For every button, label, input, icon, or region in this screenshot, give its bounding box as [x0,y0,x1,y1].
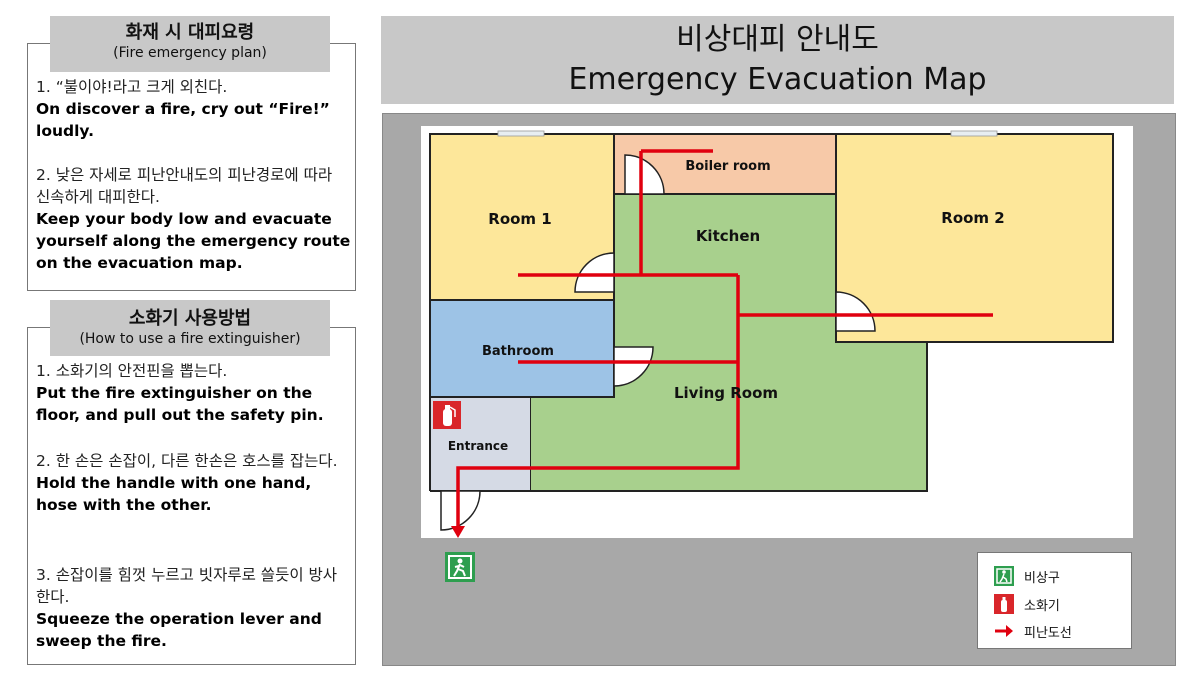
fire-emergency-plan-title: 화재 시 대피요령 [125,22,255,43]
map-title-en: Emergency Evacuation Map [568,62,987,97]
map-title-ko: 비상대피 안내도 [676,22,879,57]
extinguisher-usage-panel [27,327,356,665]
legend-exit-icon [994,566,1014,586]
plan-step-2-ko: 2. 낮은 자세로 피난안내도의 피난경로에 따라 신속하게 대피한다. [36,166,333,206]
living-room-label: Living Room [674,384,778,402]
usage-step-1: 1. 소화기의 안전핀을 뽑는다. Put the fire extinguis… [36,360,351,426]
fire-emergency-plan-panel [27,43,356,291]
extinguisher-usage-subtitle: (How to use a fire extinguisher) [79,331,301,347]
room-1-door [574,252,615,293]
window-room-2 [950,130,998,137]
route-main-trunk [456,275,740,526]
extinguisher-usage-title: 소화기 사용방법 [128,308,252,329]
evacuation-map: Room 1 Boiler room Kitchen Room 2 Bathro… [382,113,1176,666]
extinguisher-usage-header: 소화기 사용방법 (How to use a fire extinguisher… [50,300,330,356]
map-legend: 비상구 소화기 피난도선 [977,552,1132,649]
evacuation-route [456,149,993,526]
map-title-bar: 비상대피 안내도 Emergency Evacuation Map [381,16,1174,104]
plan-step-1: 1. “불이야!라고 크게 외친다. On discover a fire, c… [36,76,351,142]
usage-step-3: 3. 손잡이를 힘껏 누르고 빗자루로 쓸듯이 방사한다. Squeeze th… [36,564,351,652]
bathroom-door [613,346,654,387]
room-1-label: Room 1 [488,210,551,228]
plan-step-1-ko: 1. “불이야!라고 크게 외친다. [36,78,228,96]
room-2-label: Room 2 [941,209,1004,227]
legend-exit-label: 비상구 [1024,570,1060,586]
floor-plan: Room 1 Boiler room Kitchen Room 2 Bathro… [421,126,1133,582]
bathroom-area [429,299,615,398]
window-room-1 [497,130,545,137]
fire-emergency-plan-header: 화재 시 대피요령 (Fire emergency plan) [50,16,330,72]
fire-emergency-plan-subtitle: (Fire emergency plan) [113,45,267,61]
plan-step-1-en: On discover a fire, cry out “Fire!” loud… [36,100,330,140]
usage-step-3-en: Squeeze the operation lever and sweep th… [36,610,322,650]
legend-route-label: 피난도선 [1024,625,1072,641]
legend-route-arrow-icon [995,625,1013,637]
usage-step-3-ko: 3. 손잡이를 힘껏 누르고 빗자루로 쓸듯이 방사한다. [36,566,338,606]
emergency-exit-icon [445,552,475,582]
room-2-area [835,133,1114,343]
plan-step-2: 2. 낮은 자세로 피난안내도의 피난경로에 따라 신속하게 대피한다. Kee… [36,164,351,274]
route-arrowhead [451,526,465,538]
legend-exit: 비상구 [994,565,1060,587]
entrance-label: Entrance [448,439,508,453]
plan-step-2-en: Keep your body low and evacuate yourself… [36,210,351,272]
legend-route: 피난도선 [994,620,1072,642]
usage-step-2: 2. 한 손은 손잡이, 다른 한손은 호스를 잡는다. Hold the ha… [36,450,351,516]
fire-extinguisher-icon [433,401,461,429]
legend-extinguisher-icon [994,594,1014,614]
usage-step-1-ko: 1. 소화기의 안전핀을 뽑는다. [36,362,228,380]
entrance-door [440,490,481,531]
usage-step-2-en: Hold the handle with one hand, hose with… [36,474,312,514]
usage-step-1-en: Put the fire extinguisher on the floor, … [36,384,324,424]
kitchen-label: Kitchen [696,227,760,245]
room-2-door [835,291,876,332]
boiler-room-label: Boiler room [685,159,770,174]
bathroom-label: Bathroom [482,344,554,359]
legend-extinguisher: 소화기 [994,593,1060,615]
boiler-door [624,154,665,195]
legend-extinguisher-label: 소화기 [1024,598,1060,614]
usage-step-2-ko: 2. 한 손은 손잡이, 다른 한손은 호스를 잡는다. [36,452,338,470]
